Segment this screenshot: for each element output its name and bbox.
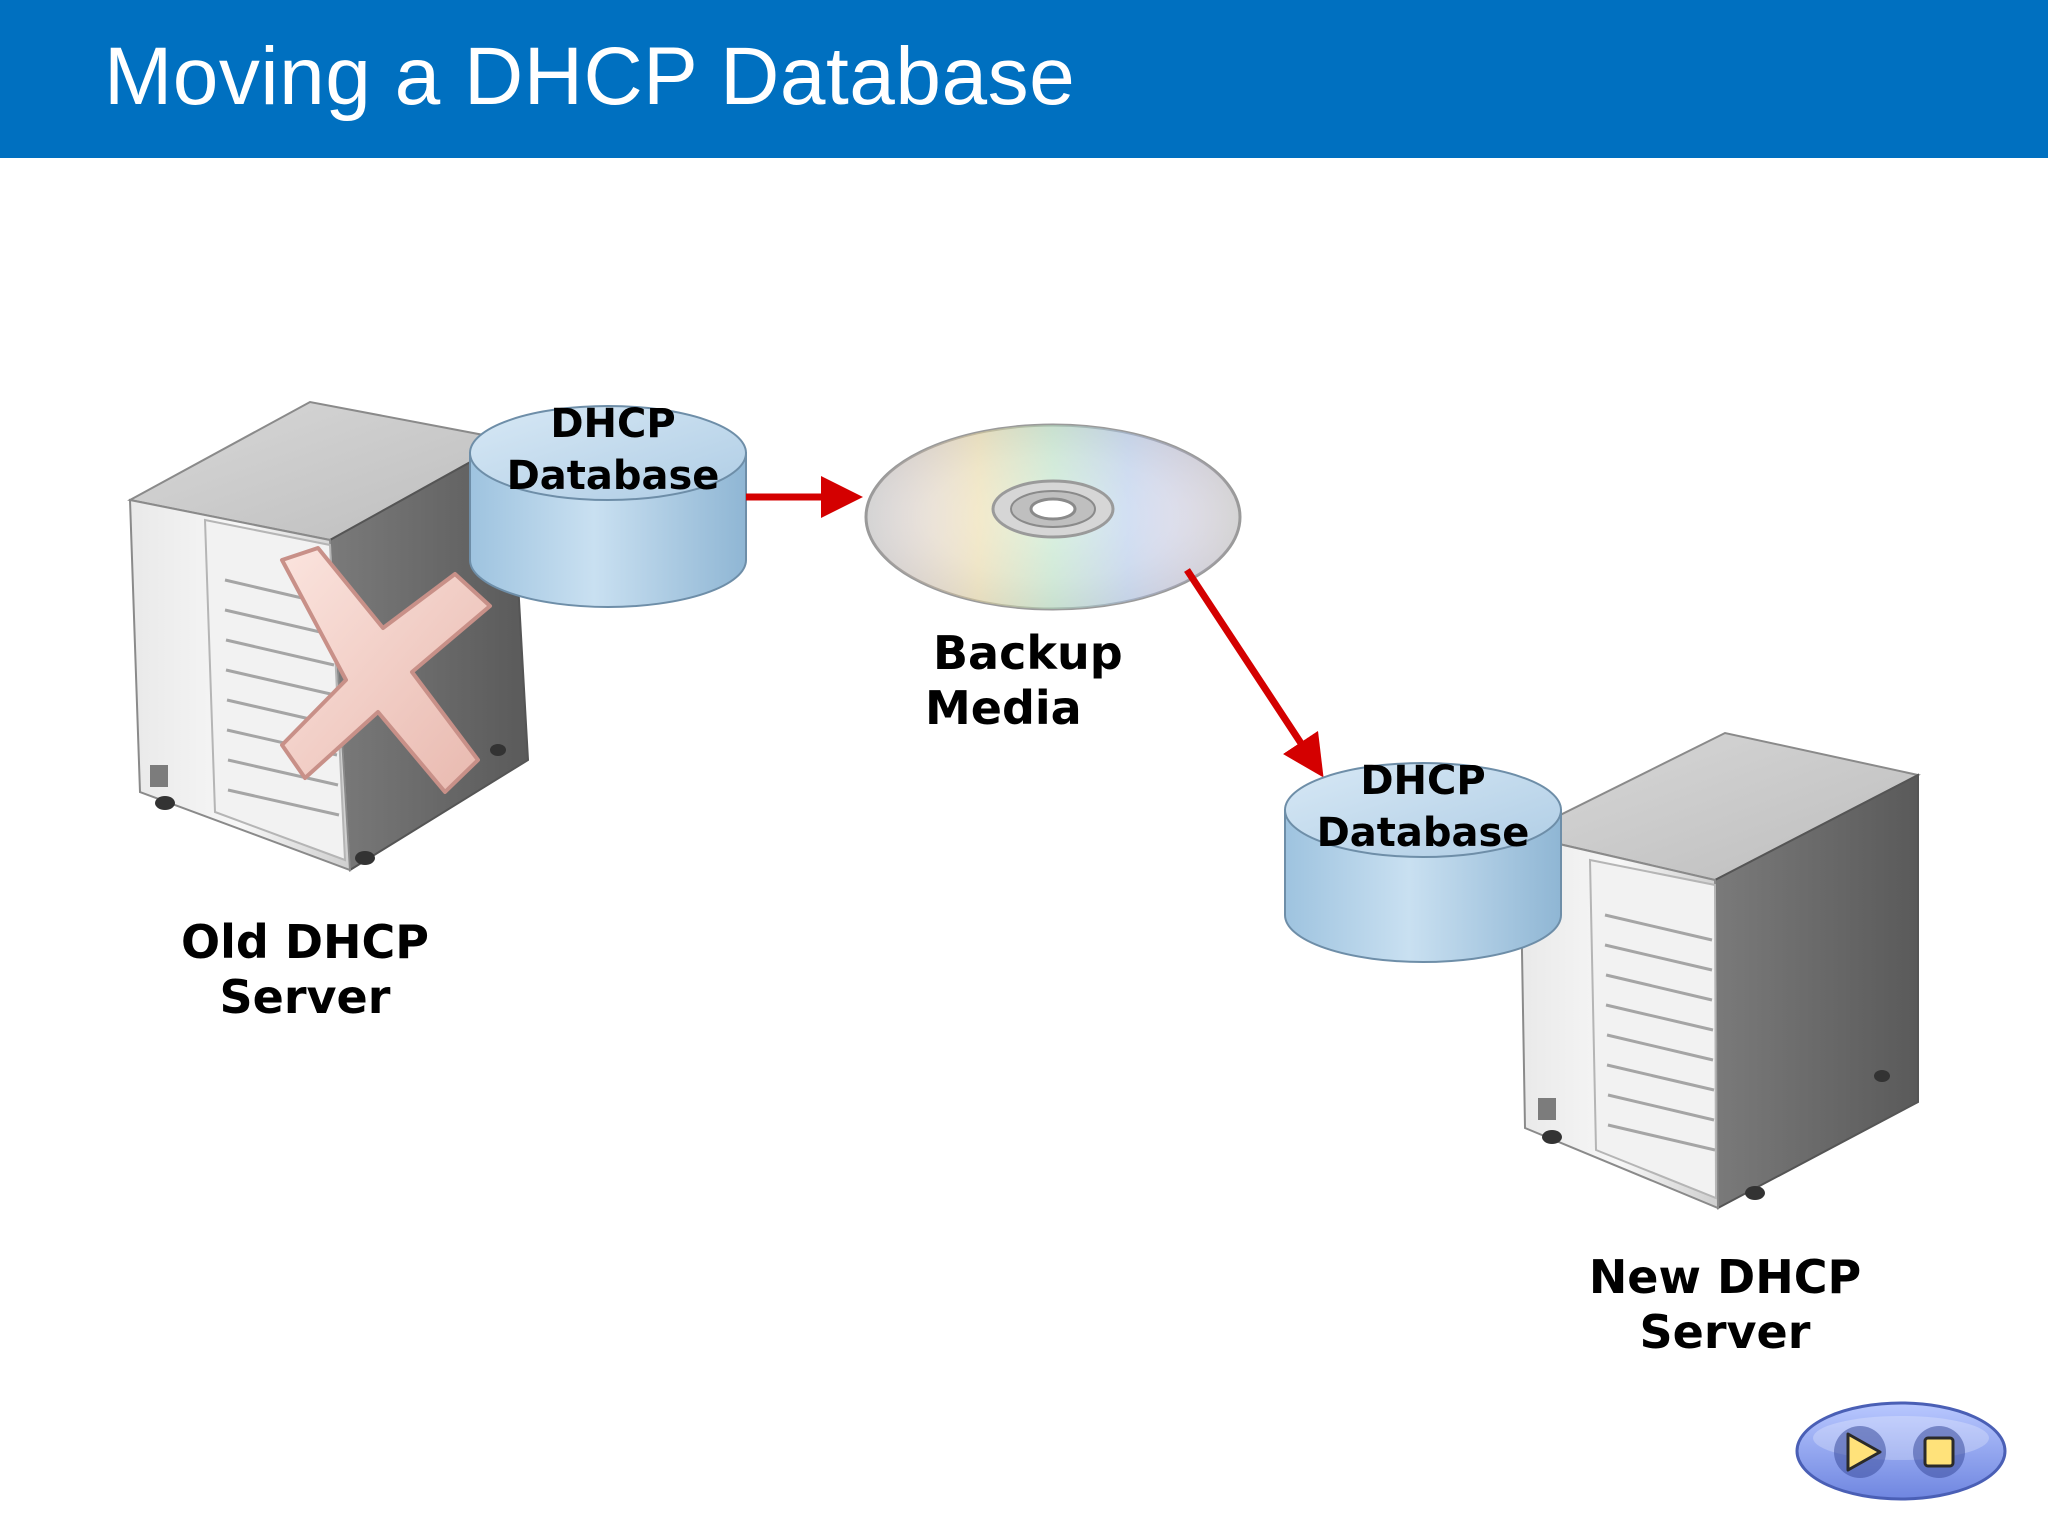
old-db-label-line1: DHCP	[550, 401, 676, 447]
play-icon	[1846, 1432, 1882, 1472]
failure-x-icon	[280, 546, 492, 794]
backup-caption-line1: Backup	[933, 626, 1123, 680]
new-db-label-line2: Database	[1316, 810, 1530, 856]
new-server-caption: New DHCP Server	[1560, 1250, 1890, 1360]
arrow-backup-to-new-db	[1184, 568, 1324, 778]
old-db-label-line2: Database	[506, 453, 720, 499]
old-database-icon	[469, 405, 747, 608]
new-server-caption-line1: New DHCP	[1588, 1250, 1862, 1304]
old-server-caption: Old DHCP Server	[155, 915, 455, 1025]
cd-disc-icon	[864, 423, 1242, 611]
new-server-icon	[1517, 731, 1921, 1210]
page-title: Moving a DHCP Database	[104, 31, 1076, 122]
new-database-icon	[1284, 762, 1562, 963]
backup-caption-line2: Media	[925, 681, 1082, 736]
new-db-label-line1: DHCP	[1360, 758, 1486, 804]
title-bar: Moving a DHCP Database	[0, 0, 2048, 158]
old-server-caption-line2: Server	[219, 970, 391, 1025]
play-button[interactable]	[1834, 1426, 1886, 1478]
stop-button[interactable]	[1913, 1426, 1965, 1478]
playback-controls	[1794, 1400, 2008, 1502]
new-db-label: DHCP Database	[1288, 755, 1558, 859]
old-server-caption-line1: Old DHCP	[181, 915, 429, 969]
stop-icon	[1923, 1436, 1955, 1468]
old-db-label: DHCP Database	[478, 398, 748, 502]
new-server-caption-line2: Server	[1639, 1305, 1811, 1360]
backup-caption: Backup Media	[915, 626, 1123, 736]
